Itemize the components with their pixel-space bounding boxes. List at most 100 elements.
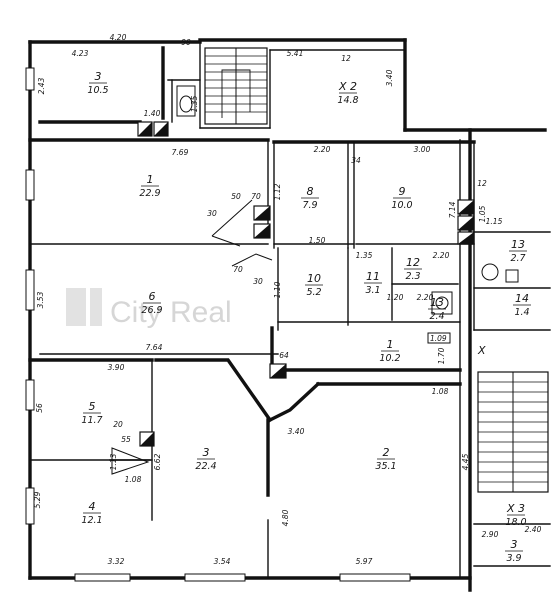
dimension-label: 1.50 bbox=[309, 236, 326, 245]
room-label-r12: 122.3 bbox=[404, 256, 422, 282]
room-area: 3.1 bbox=[365, 285, 380, 296]
dimension-label: 3.40 bbox=[385, 69, 394, 86]
room-area: 2.3 bbox=[405, 271, 420, 282]
room-number: 3 bbox=[511, 538, 518, 551]
dimension-label: 1.08 bbox=[432, 387, 449, 396]
vent-icon bbox=[253, 223, 271, 239]
dimension-label: 5.97 bbox=[356, 557, 373, 566]
dimension-label: 1.70 bbox=[437, 347, 446, 364]
room-number: X 2 bbox=[338, 80, 357, 93]
code-box-label: 1.09 bbox=[430, 334, 447, 343]
room-area: 10.5 bbox=[87, 85, 108, 96]
toilet-icon bbox=[176, 85, 196, 117]
room-label-rr13: 132.7 bbox=[509, 238, 527, 264]
vent-icon bbox=[137, 121, 153, 137]
dimension-label: 4.80 bbox=[281, 509, 290, 526]
room-label-rtX: X 2 14.8 bbox=[337, 80, 358, 106]
lower-walls bbox=[28, 358, 462, 579]
room-number: 2 bbox=[383, 446, 390, 459]
vent-icon bbox=[153, 121, 169, 137]
room-area: 22.4 bbox=[195, 461, 216, 472]
room-number: 11 bbox=[366, 270, 380, 283]
room-label-r8: 87.9 bbox=[301, 185, 319, 211]
room-number: 1 bbox=[147, 173, 154, 186]
dimension-label: 3.54 bbox=[214, 557, 231, 566]
dimension-label: 1.05 bbox=[478, 205, 487, 222]
room-label-r3: 322.4 bbox=[195, 446, 216, 472]
dimension-label: 2.20 bbox=[417, 293, 434, 302]
vent-shafts bbox=[137, 121, 475, 447]
dimension-label: 6.62 bbox=[153, 453, 162, 470]
dimension-label: 55 bbox=[121, 435, 131, 444]
dimension-label: 7.14 bbox=[448, 201, 457, 218]
room-number: 4 bbox=[89, 500, 96, 513]
room-label-r2: 235.1 bbox=[375, 446, 396, 472]
dimension-label: 7.69 bbox=[172, 148, 189, 157]
dimension-label: 20 bbox=[113, 420, 123, 429]
room-number: 1 bbox=[387, 338, 394, 351]
dimension-label: 5.41 bbox=[287, 49, 304, 58]
room-area: 2.4 bbox=[429, 311, 444, 322]
room-label-r5: 511.7 bbox=[81, 400, 102, 426]
dimension-label: 34 bbox=[351, 156, 361, 165]
room-number: 14 bbox=[515, 292, 529, 305]
room-area: 1.4 bbox=[514, 307, 529, 318]
dimension-label: 3.32 bbox=[108, 557, 125, 566]
dimension-label: 2.43 bbox=[37, 77, 46, 94]
room-label-r6: 626.9 bbox=[141, 290, 162, 316]
room-number: 9 bbox=[399, 185, 406, 198]
room-label-r10: 105.2 bbox=[305, 272, 323, 298]
dimension-label: 4.45 bbox=[461, 453, 470, 470]
dimension-label: 3.00 bbox=[414, 145, 431, 154]
room-area: 11.7 bbox=[81, 415, 102, 426]
dimension-label: 30 bbox=[207, 209, 217, 218]
dimension-label: 1.35 bbox=[356, 251, 373, 260]
room-label-rc1: 110.2 bbox=[379, 338, 400, 364]
dimension-label: 1.35 bbox=[190, 95, 199, 112]
room-area: 26.9 bbox=[141, 305, 162, 316]
dimension-label: 4.23 bbox=[72, 49, 89, 58]
room-area: 14.8 bbox=[337, 95, 358, 106]
room-area: 12.1 bbox=[81, 515, 102, 526]
room-area: 5.2 bbox=[306, 287, 321, 298]
dimension-label: 3.90 bbox=[108, 363, 125, 372]
room-label-r11: 113.1 bbox=[364, 270, 382, 296]
dimension-label: 30 bbox=[253, 277, 263, 286]
watermark: City Real bbox=[66, 288, 232, 329]
dimension-label: 50 bbox=[231, 192, 241, 201]
dimension-label: 70 bbox=[233, 265, 243, 274]
dimension-label: 70 bbox=[251, 192, 261, 201]
room-area: 10.2 bbox=[379, 353, 400, 364]
vent-icon bbox=[253, 205, 271, 221]
room-number: 5 bbox=[89, 400, 96, 413]
dimension-label: 2.20 bbox=[314, 145, 331, 154]
room-label-rr14: 141.4 bbox=[513, 292, 531, 318]
staircase-right bbox=[473, 371, 551, 567]
room-number: 3 bbox=[203, 446, 210, 459]
right-small-rooms bbox=[473, 141, 551, 331]
room-area: 2.7 bbox=[510, 253, 525, 264]
dimension-label: 3.40 bbox=[288, 427, 305, 436]
dimension-label: 64 bbox=[279, 351, 289, 360]
room-label-rrX3: X 318.0 bbox=[505, 502, 526, 528]
room-number: 13 bbox=[511, 238, 525, 251]
dimension-label: 2.20 bbox=[433, 251, 450, 260]
room-number: 12 bbox=[406, 256, 420, 269]
dimension-label: 1.08 bbox=[125, 475, 142, 484]
room-area: 3.9 bbox=[506, 553, 521, 564]
room-number: 6 bbox=[149, 290, 156, 303]
room-label-rr3: 33.9 bbox=[505, 538, 523, 564]
room-label-r13: 132.4 bbox=[428, 296, 446, 322]
dimension-label: 1.40 bbox=[144, 109, 161, 118]
room-area: 10.0 bbox=[391, 200, 412, 211]
room-label-r9: 910.0 bbox=[391, 185, 412, 211]
watermark-text: City Real bbox=[110, 296, 232, 329]
vent-icon bbox=[457, 231, 475, 245]
vent-icon bbox=[139, 431, 155, 447]
vent-icon bbox=[457, 215, 475, 231]
dimension-label: 2.40 bbox=[525, 525, 542, 534]
top-rooms-walls bbox=[161, 39, 406, 129]
room-label-r4: 412.1 bbox=[81, 500, 102, 526]
